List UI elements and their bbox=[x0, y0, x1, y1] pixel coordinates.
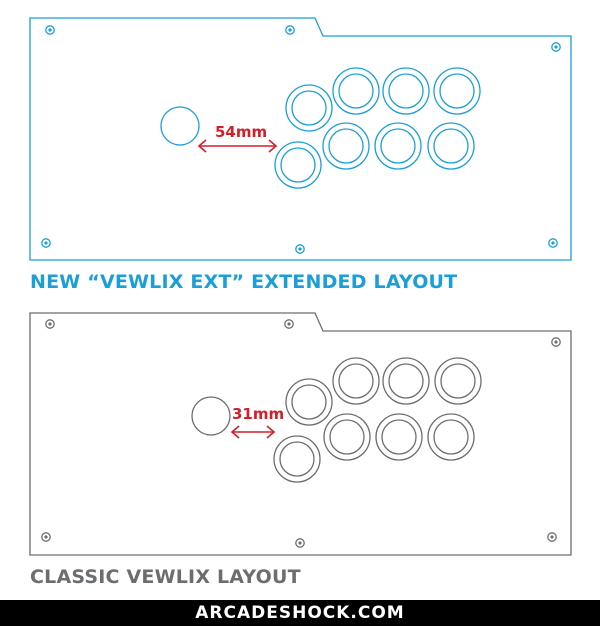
screw-hole bbox=[41, 532, 51, 542]
button-hole bbox=[332, 357, 380, 405]
screw-hole bbox=[295, 244, 305, 254]
button-hole bbox=[382, 67, 430, 115]
footer-site-name: ARCADESHOCK.COM bbox=[195, 603, 405, 623]
button-hole bbox=[285, 84, 333, 132]
screw-hole bbox=[45, 25, 55, 35]
button-hole bbox=[433, 67, 481, 115]
button-hole bbox=[382, 357, 430, 405]
screw-hole bbox=[41, 238, 51, 248]
button-hole bbox=[285, 378, 333, 426]
button-hole bbox=[332, 67, 380, 115]
button-hole bbox=[323, 413, 371, 461]
classic-layout-caption: CLASSIC VEWLIX LAYOUT bbox=[30, 566, 301, 588]
joystick-hole bbox=[160, 106, 200, 146]
site-footer: ARCADESHOCK.COM bbox=[0, 600, 600, 626]
button-hole bbox=[273, 435, 321, 483]
screw-hole bbox=[551, 42, 561, 52]
button-hole bbox=[434, 357, 482, 405]
screw-hole bbox=[285, 25, 295, 35]
button-hole bbox=[374, 122, 422, 170]
joystick-hole bbox=[191, 396, 231, 436]
screw-hole bbox=[295, 538, 305, 548]
measurement-label: 31mm bbox=[232, 405, 284, 423]
screw-hole bbox=[547, 532, 557, 542]
measurement-arrow bbox=[230, 425, 276, 439]
button-hole bbox=[322, 122, 370, 170]
panel-outline bbox=[29, 17, 572, 261]
classic-vewlix-panel: 31mm bbox=[29, 312, 572, 556]
button-hole bbox=[427, 413, 475, 461]
new-layout-caption: NEW “VEWLIX EXT” EXTENDED LAYOUT bbox=[30, 271, 458, 293]
panel-outline bbox=[29, 312, 572, 556]
measurement-label: 54mm bbox=[215, 123, 267, 141]
screw-hole bbox=[284, 319, 294, 329]
button-hole bbox=[274, 141, 322, 189]
vewlix-ext-panel: 54mm bbox=[29, 17, 572, 261]
button-hole bbox=[427, 122, 475, 170]
screw-hole bbox=[45, 319, 55, 329]
measurement-arrow bbox=[197, 139, 278, 153]
screw-hole bbox=[551, 337, 561, 347]
button-hole bbox=[375, 413, 423, 461]
screw-hole bbox=[548, 238, 558, 248]
